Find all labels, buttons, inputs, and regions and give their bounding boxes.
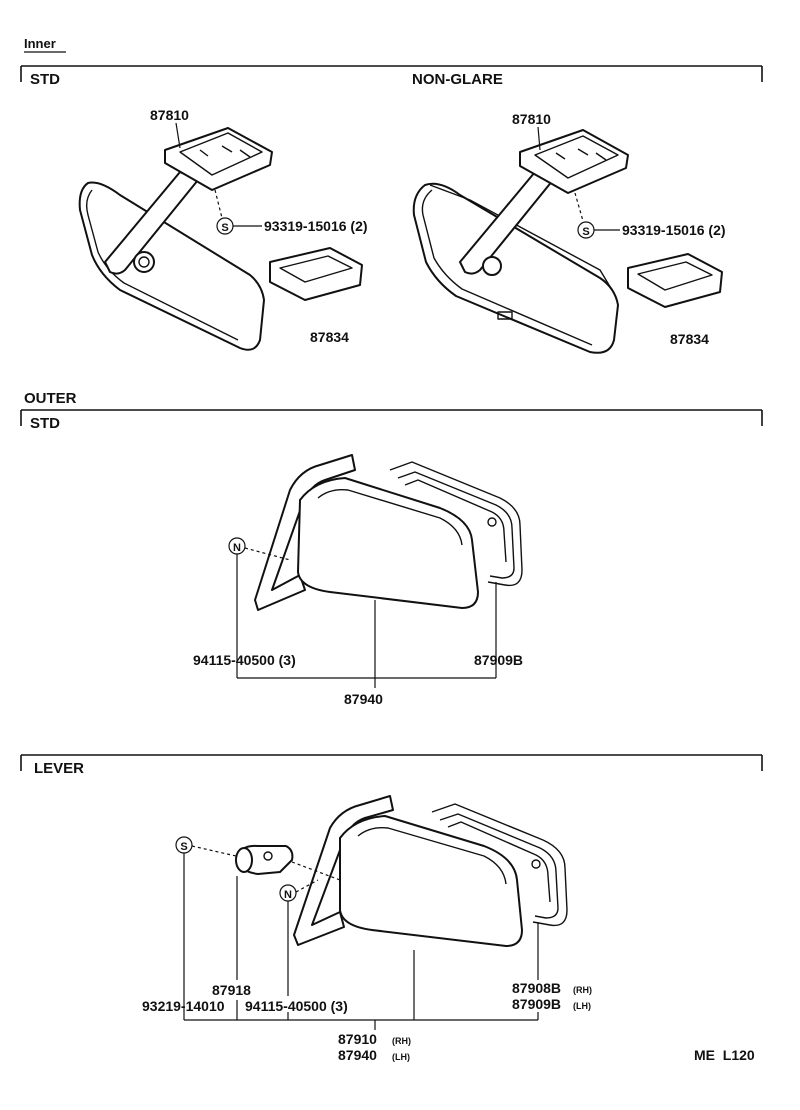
lever-nut-dash <box>295 879 319 893</box>
lever-screw-dash-2 <box>291 861 341 881</box>
lever-knob-label: 87918 <box>212 982 251 998</box>
outer-title: OUTER <box>24 390 77 407</box>
inner-std-mount-leader <box>175 122 181 149</box>
lever-label: LEVER <box>34 760 84 777</box>
inner-nonglare-mount-label: 87810 <box>512 111 551 127</box>
inner-bracket <box>20 65 763 82</box>
lever-glass <box>431 803 568 927</box>
inner-std-cover-label: 87834 <box>310 329 349 345</box>
inner-std-screw-dash <box>214 189 223 219</box>
inner-nonglare-label: NON-GLARE <box>412 71 503 88</box>
lever-knob-87918 <box>235 844 294 875</box>
svg-text:N: N <box>233 542 241 554</box>
lever-screw-dash-1 <box>191 845 237 857</box>
inner-std-mirror <box>78 181 265 351</box>
lever-assy-rh-tag: (RH) <box>392 1036 411 1046</box>
lever-assy-lh-tag: (LH) <box>392 1052 410 1062</box>
lever-housing <box>339 815 523 947</box>
lever-assy-lh-label: 87940 <box>338 1047 377 1063</box>
inner-nonglare-cover-label: 87834 <box>670 331 709 347</box>
inner-std-screw-symbol: S <box>216 217 234 235</box>
lever-glass-lh-tag: (LH) <box>573 1001 591 1011</box>
svg-text:S: S <box>180 841 187 853</box>
inner-std-cover-87834 <box>269 247 363 301</box>
outer-std-glass-87909B <box>389 461 523 587</box>
lever-glass-rh-tag: (RH) <box>573 985 592 995</box>
outer-std-nut-dash <box>244 547 291 561</box>
section-inner-title: Inner <box>24 36 56 51</box>
inner-nonglare-stay <box>459 171 554 276</box>
lever-nut-symbol: N <box>279 884 297 902</box>
inner-nonglare-mirror <box>412 182 619 354</box>
inner-std-label: STD <box>30 71 60 88</box>
lever-assy-bracket <box>184 1019 538 1030</box>
outer-std-nut-symbol: N <box>228 537 246 555</box>
inner-std-stay <box>104 171 199 275</box>
lever-glass-rh-label: 87908B <box>512 980 561 996</box>
outer-std-housing <box>297 477 479 609</box>
lever-base-bracket <box>293 795 394 946</box>
lever-assy-rh-label: 87910 <box>338 1031 377 1047</box>
inner-std-screw-label: 93319-15016 (2) <box>264 218 368 234</box>
inner-nonglare-screw-dash <box>574 192 584 222</box>
outer-std-assy-bracket <box>237 677 496 688</box>
outer-std-bracket <box>20 409 763 426</box>
inner-nonglare-mount-leader <box>537 126 541 151</box>
lever-bracket <box>20 754 763 771</box>
lever-screw-label: 93219-14010 <box>142 998 225 1014</box>
lever-screw-symbol: S <box>175 836 193 854</box>
lever-glass-lh-label: 87909B <box>512 996 561 1012</box>
inner-nonglare-screw-symbol: S <box>577 221 595 239</box>
outer-std-base-bracket <box>254 454 356 611</box>
svg-text:S: S <box>582 226 589 238</box>
lever-nut-label: 94115-40500 (3) <box>245 998 348 1014</box>
svg-text:S: S <box>221 222 228 234</box>
inner-std-mount-87810 <box>164 127 273 191</box>
outer-std-label: STD <box>30 415 60 432</box>
inner-nonglare-cover-87834 <box>627 253 723 308</box>
outer-std-nut-label: 94115-40500 (3) <box>193 652 296 668</box>
inner-nonglare-mount-87810 <box>519 129 629 194</box>
inner-std-mount-label: 87810 <box>150 107 189 123</box>
inner-nonglare-screw-label: 93319-15016 (2) <box>622 222 726 238</box>
page-code: ME L120 <box>694 1047 755 1063</box>
svg-text:N: N <box>284 889 292 901</box>
outer-std-assy-label: 87940 <box>344 691 383 707</box>
outer-std-glass-label: 87909B <box>474 652 523 668</box>
